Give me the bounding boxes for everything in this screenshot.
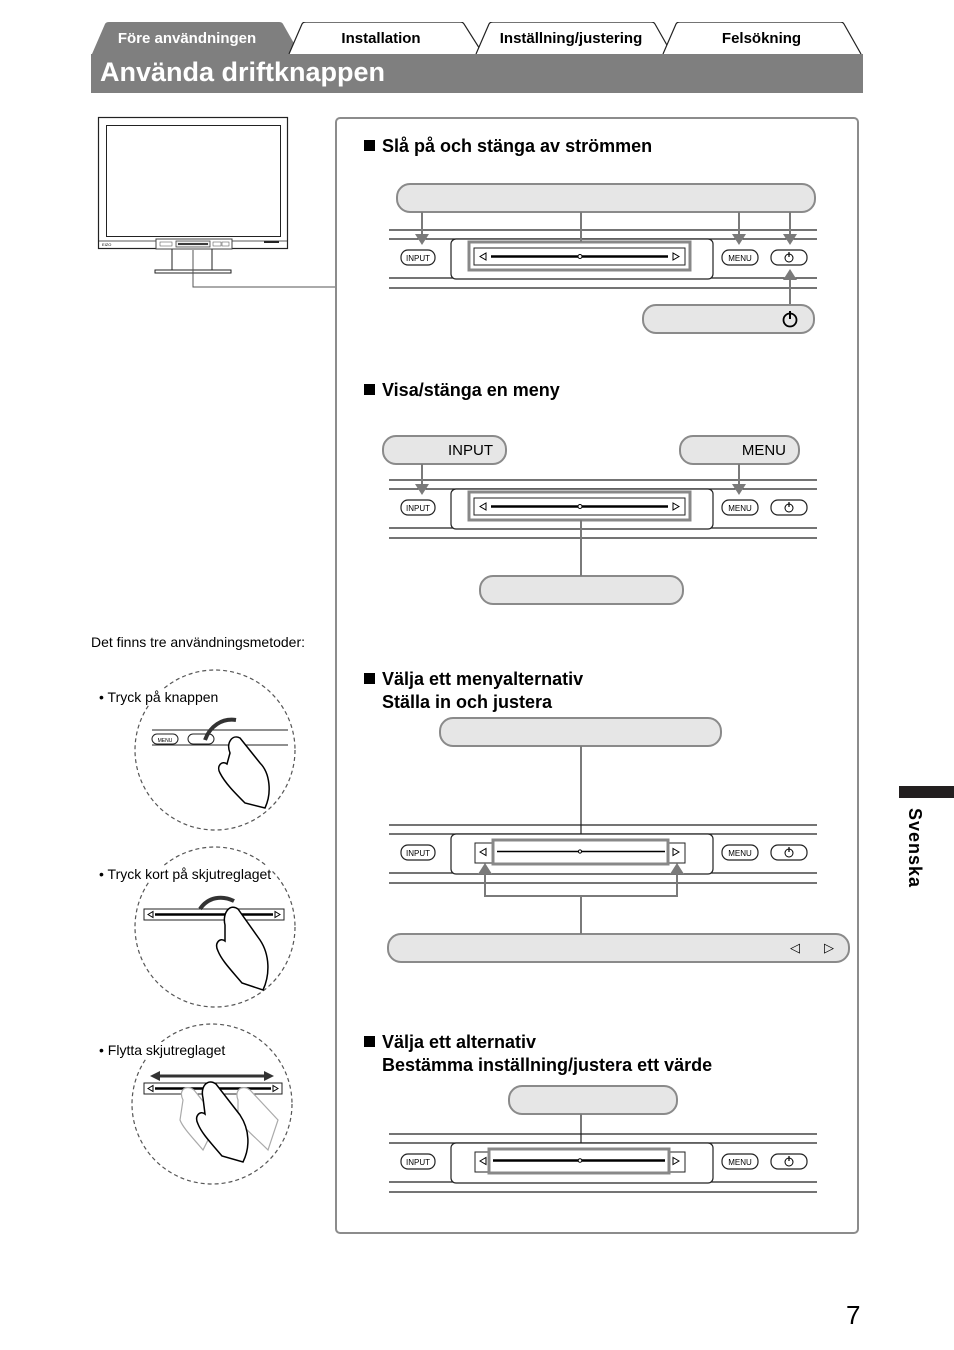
instructions-panel	[335, 117, 859, 1234]
touch-slider-illustration	[134, 846, 296, 1008]
methods-intro: Det finns tre användningsmetoder:	[91, 634, 306, 650]
method-tap-label: • Tryck på knappen	[99, 689, 219, 705]
section-heading-select-menu: Välja ett menyalternativ Ställa in och j…	[364, 668, 583, 714]
bullet-square-icon	[364, 1036, 375, 1047]
bullet-square-icon	[364, 140, 375, 151]
callout-adjust: ◁ ▷	[387, 933, 850, 963]
section-heading-text-2: Ställa in och justera	[382, 692, 553, 712]
page-title-bar: Använda driftknappen	[91, 54, 863, 93]
section-heading-select-item: Välja ett alternativ Bestämma inställnin…	[364, 1031, 712, 1077]
section-heading-text-2: Bestämma inställning/justera ett värde	[382, 1055, 713, 1075]
tab-felsokning[interactable]: Felsökning	[662, 22, 862, 54]
tab-installning-justering[interactable]: Inställning/justering	[475, 22, 673, 54]
button-panel-diagram-4: INPUT MENU	[389, 1114, 817, 1193]
callout-power-2	[642, 304, 815, 334]
tab-shape	[662, 22, 862, 54]
page-title: Använda driftknappen	[100, 57, 386, 87]
page-number: 7	[846, 1300, 861, 1330]
callout-select	[439, 717, 722, 747]
tab-fore-anvandningen[interactable]: Före användningen	[91, 22, 301, 54]
menu-button-label: MENU	[728, 254, 752, 263]
callout-menu-label: MENU	[741, 441, 786, 459]
menu-button-label: MENU	[728, 1158, 752, 1167]
tab-label: Felsökning	[721, 29, 802, 47]
callout-menu: MENU	[679, 435, 800, 465]
section-heading-text: Visa/stänga en meny	[382, 380, 560, 400]
tap-button-illustration: MENU	[134, 669, 296, 831]
callout-input: INPUT	[382, 435, 507, 465]
menu-button-label: MENU	[728, 504, 752, 513]
menu-button-label: MENU	[158, 738, 173, 744]
left-arrow-icon: ◁	[790, 940, 800, 955]
move-slider-illustration	[131, 1023, 293, 1185]
input-button-label: INPUT	[406, 849, 430, 858]
button-panel-diagram-3: INPUT MENU	[389, 746, 817, 934]
section-heading-text-1: Välja ett alternativ	[382, 1032, 537, 1052]
method-move-label: • Flytta skjutreglaget	[99, 1042, 226, 1058]
callout-confirm	[508, 1085, 678, 1115]
tab-label: Före användningen	[117, 29, 257, 47]
callout-power-1	[396, 183, 816, 213]
callout-input-label: INPUT	[448, 441, 493, 459]
tab-label: Installation	[341, 29, 421, 47]
method-touch-label: • Tryck kort på skjutreglaget	[99, 866, 272, 882]
callout-slider	[479, 575, 684, 605]
tab-installation[interactable]: Installation	[288, 22, 484, 54]
bullet-square-icon	[364, 384, 375, 395]
section-heading-power: Slå på och stänga av strömmen	[364, 135, 652, 158]
section-heading-text-1: Välja ett menyalternativ	[382, 669, 584, 689]
tab-shape	[288, 22, 484, 54]
button-panel-diagram-1: INPUT MENU	[389, 212, 817, 304]
section-heading-text: Slå på och stänga av strömmen	[382, 136, 653, 156]
monitor-illustration: EIZO	[97, 116, 336, 288]
section-heading-menu: Visa/stänga en meny	[364, 379, 560, 402]
input-button-label: INPUT	[406, 504, 430, 513]
tab-shape	[475, 22, 673, 54]
button-panel-diagram-2: INPUT MENU	[389, 464, 817, 576]
language-tab-label: Svenska	[905, 808, 925, 889]
tab-shape	[92, 22, 300, 54]
input-button-label: INPUT	[406, 1158, 430, 1167]
bullet-square-icon	[364, 673, 375, 684]
tab-label: Inställning/justering	[499, 29, 643, 47]
menu-button-label: MENU	[728, 849, 752, 858]
svg-text:EIZO: EIZO	[102, 242, 111, 247]
right-arrow-icon: ▷	[824, 940, 834, 955]
input-button-label: INPUT	[406, 254, 430, 263]
language-tab-marker	[899, 786, 954, 798]
power-icon	[782, 311, 798, 328]
